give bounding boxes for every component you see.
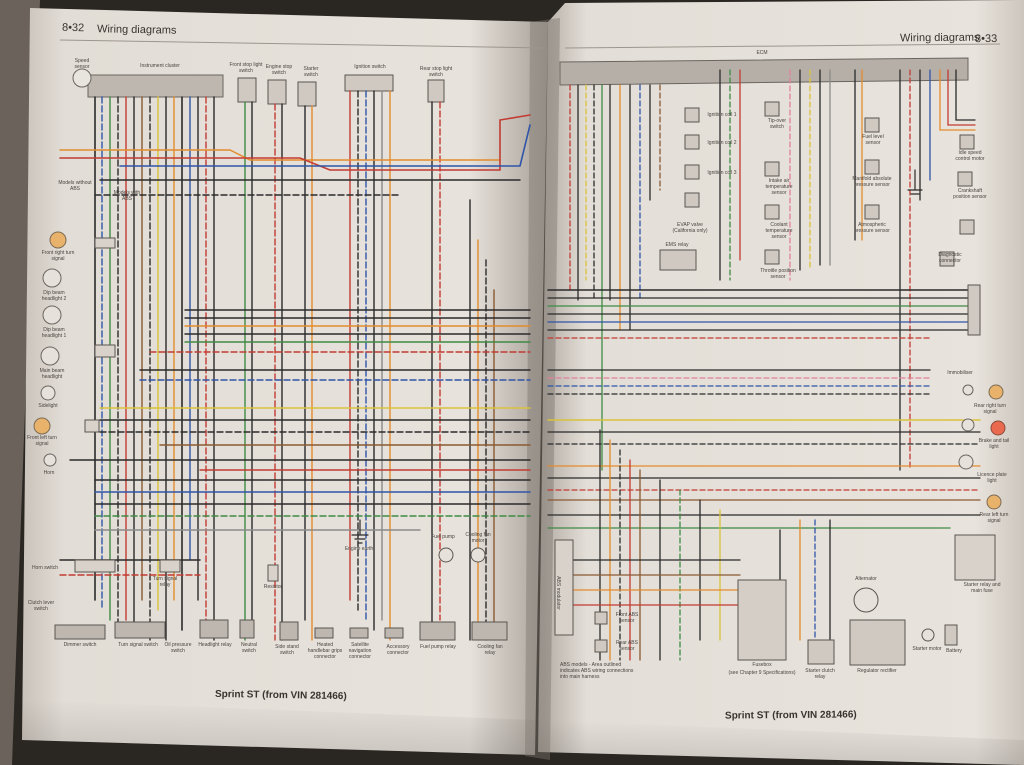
label-ignition-coil-3: Ignition coil 3	[707, 170, 737, 176]
label-fusebox: Fusebox	[752, 662, 772, 668]
left-page-number: 8•32	[61, 21, 85, 35]
label-fuel-level-sensor: Fuel level sensor	[862, 134, 884, 146]
label-atmospheric-pressure-sensor: Atmospheric pressure sensor	[854, 222, 890, 234]
label-ems-relay: EMS relay	[665, 242, 689, 248]
label-heated-grips-connector: Heated handlebar grips connector	[307, 642, 343, 660]
label-diagnostic-connector: Diagnostic connector	[938, 252, 962, 264]
right-page-title: Wiring diagrams	[899, 31, 980, 45]
label-crankshaft-position-sensor: Crankshaft position sensor	[953, 188, 987, 200]
label-satnav-connector: Satellite navigation connector	[348, 642, 372, 660]
label-front-stop-light-switch: Front stop light switch	[229, 62, 263, 74]
label-resistor: Resistor	[263, 584, 283, 590]
label-starter-switch: Starter switch	[303, 66, 319, 78]
label-idle-speed-control-motor: Idle speed control motor	[955, 150, 985, 162]
label-dip-beam-headlight-2: Dip beam headlight 2	[41, 290, 67, 302]
label-rear-abs-sensor: Rear ABS sensor	[616, 640, 638, 652]
label-rear-stop-light-switch: Rear stop light switch	[419, 66, 453, 78]
label-licence-plate-light: Licence plate light	[977, 472, 1007, 484]
label-regulator-rectifier: Regulator rectifier	[857, 668, 897, 674]
label-battery: Battery	[946, 648, 962, 654]
left-page	[22, 8, 548, 755]
left-wiring-diagram	[54, 74, 531, 641]
label-front-left-turn-signal: Front left turn signal	[27, 435, 57, 447]
label-cooling-fan-motor: Cooling fan motor	[465, 532, 491, 544]
label-side-stand-switch: Side stand switch	[275, 644, 299, 656]
left-lamps	[33, 68, 92, 467]
label-starter-clutch-relay: Starter clutch relay	[805, 668, 835, 680]
abs-note: ABS models - Area outlined indicates ABS…	[560, 662, 634, 680]
right-lamps	[958, 384, 1006, 510]
label-fusebox-note: (see Chapter 9 Specifications)	[728, 670, 796, 676]
label-engine-earth: Engine earth	[344, 546, 374, 552]
note-models-with-abs: Models with ABS	[113, 190, 141, 202]
label-horn: Horn	[43, 470, 55, 476]
label-neutral-switch: Neutral switch	[240, 642, 258, 654]
label-speed-sensor: Speed sensor	[74, 58, 90, 70]
label-alternator: Alternator	[855, 576, 877, 582]
label-intake-air-temp-sensor: Intake air temperature sensor	[765, 178, 793, 196]
label-turn-signal-switch: Turn signal switch	[118, 642, 158, 648]
note-models-without-abs: Models without ABS	[58, 180, 92, 192]
right-page-number: 8•33	[974, 32, 998, 46]
right-caption: Sprint ST (from VIN 281466)	[724, 709, 857, 722]
label-coolant-temp-sensor: Coolant temperature sensor	[765, 222, 793, 240]
label-cooling-fan-relay: Cooling fan relay	[477, 644, 503, 656]
label-rear-left-turn-signal: Rear left turn signal	[979, 512, 1009, 524]
label-ignition-switch: Ignition switch	[354, 64, 386, 70]
label-front-abs-sensor: Front ABS sensor	[615, 612, 639, 624]
label-dimmer-switch: Dimmer switch	[63, 642, 97, 648]
ecm-label: ECM	[756, 50, 768, 56]
label-horn-switch: Horn switch	[31, 565, 59, 571]
left-page-title: Wiring diagrams	[96, 23, 177, 37]
label-clutch-lever-switch: Clutch lever switch	[27, 600, 55, 612]
label-throttle-position-sensor: Throttle position sensor	[760, 268, 796, 280]
label-main-beam-headlight: Main beam headlight	[39, 368, 65, 380]
label-headlight-relay: Headlight relay	[198, 642, 232, 648]
label-evap-valve: EVAP valve (California only)	[672, 222, 708, 234]
label-ignition-coil-2: Ignition coil 2	[707, 140, 737, 146]
label-oil-pressure-switch: Oil pressure switch	[164, 642, 192, 654]
label-ignition-coil-1: Ignition coil 1	[707, 112, 737, 118]
label-map-sensor: Manifold absolute pressure sensor	[852, 176, 892, 188]
label-brake-tail-light: Brake and tail light	[978, 438, 1010, 450]
label-instrument-cluster: Instrument cluster	[140, 63, 180, 69]
book-spine	[525, 18, 560, 760]
label-fuel-pump: Fuel pump	[431, 534, 455, 540]
ecm-connector	[559, 57, 969, 86]
label-tip-over-switch: Tip-over switch	[767, 118, 787, 130]
label-engine-stop-switch: Engine stop switch	[265, 64, 293, 76]
label-turn-signal-relay: Turn signal relay	[152, 576, 178, 588]
label-rear-right-turn-signal: Rear right turn signal	[974, 403, 1006, 415]
instrument-cluster-connector	[87, 74, 224, 98]
label-abs-modulator: ABS modulator	[555, 576, 561, 610]
label-dip-beam-headlight-1: Dip beam headlight 1	[41, 327, 67, 339]
label-accessory-connector: Accessory connector	[386, 644, 410, 656]
left-caption: Sprint ST (from VIN 281466)	[214, 688, 347, 703]
right-wiring-diagram	[547, 57, 996, 666]
label-starter-motor: Starter motor	[912, 646, 942, 652]
label-fuel-pump-relay: Fuel pump relay	[420, 644, 456, 650]
label-sidelight: Sidelight	[38, 403, 58, 409]
label-immobiliser: Immobiliser	[947, 370, 973, 376]
label-starter-relay-main-fuse: Starter relay and main fuse	[963, 582, 1001, 594]
label-front-right-turn-signal: Front right turn signal	[41, 250, 75, 262]
